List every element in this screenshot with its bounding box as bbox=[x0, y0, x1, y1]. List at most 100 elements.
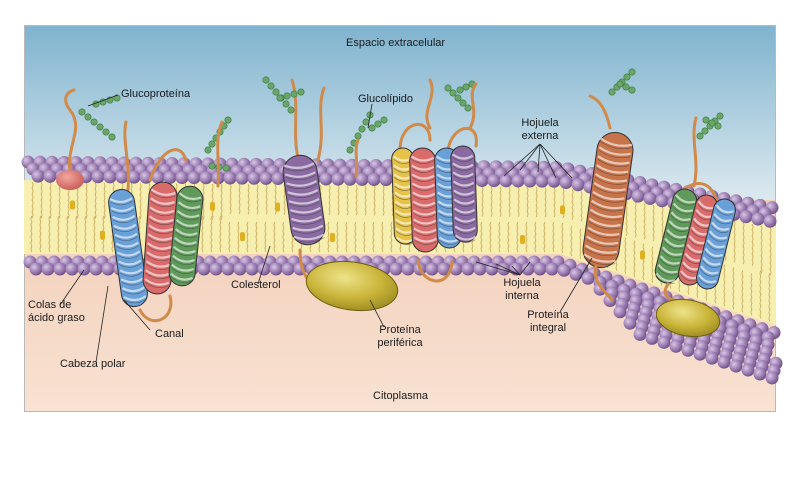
helix-coil bbox=[150, 197, 175, 205]
fatty-acid-tail bbox=[228, 221, 231, 253]
helix-coil bbox=[711, 221, 730, 231]
helix-coil-shade bbox=[144, 281, 169, 288]
sugar-bead bbox=[608, 88, 616, 96]
fatty-acid-tail bbox=[93, 215, 96, 253]
helix-coil-shade bbox=[150, 200, 175, 208]
leader-polar-head bbox=[95, 285, 109, 363]
polar-head bbox=[343, 172, 357, 186]
helix-coil bbox=[452, 171, 474, 178]
helix-coil bbox=[111, 214, 136, 221]
fatty-acid-tail bbox=[201, 215, 204, 253]
sugar-bead bbox=[102, 128, 110, 136]
polar-head bbox=[53, 262, 67, 276]
cholesterol bbox=[210, 201, 215, 211]
helix-coil-shade bbox=[583, 256, 616, 265]
fatty-acid-tail bbox=[750, 273, 753, 316]
helix-coil-shade bbox=[413, 231, 437, 236]
polar-heads bbox=[21, 155, 783, 385]
sugar-bead bbox=[346, 146, 354, 154]
fatty-acid-tail bbox=[103, 182, 106, 220]
fatty-acid-tail bbox=[345, 221, 348, 253]
protein-stem-right bbox=[316, 86, 326, 162]
label-polar-head: Cabeza polar bbox=[60, 358, 126, 370]
helix-coil bbox=[149, 206, 175, 214]
helix-coil-shade bbox=[116, 245, 139, 250]
sugar-bead bbox=[616, 80, 624, 88]
polar-head bbox=[269, 262, 283, 276]
sugar-bead bbox=[96, 123, 104, 131]
helix-coil bbox=[452, 180, 475, 187]
helix-coil bbox=[412, 209, 436, 216]
bundle-helix-red bbox=[409, 147, 439, 253]
polar-head bbox=[669, 339, 683, 353]
helix-coil bbox=[413, 218, 437, 225]
bundle-sugars bbox=[444, 80, 476, 112]
helix-coil-shade bbox=[414, 240, 437, 245]
helix-coil-shade bbox=[172, 258, 195, 266]
fatty-acid-tail bbox=[633, 240, 636, 277]
right-sugars bbox=[696, 112, 724, 140]
helix-coil bbox=[413, 236, 437, 243]
helix-coil-shade bbox=[453, 175, 474, 180]
label-glycoprotein: Glucoproteína bbox=[121, 88, 191, 100]
helix-coil-shade bbox=[715, 207, 733, 216]
polar-head bbox=[209, 262, 223, 276]
helix-coil-shade bbox=[148, 227, 173, 235]
fatty-acid-tail bbox=[733, 220, 736, 263]
polar-head bbox=[245, 262, 259, 276]
sugar-bead bbox=[380, 116, 388, 124]
fatty-acid-tail bbox=[517, 186, 520, 218]
polar-head bbox=[657, 335, 671, 349]
helix-coil-shade bbox=[584, 247, 617, 257]
helix-coil bbox=[454, 234, 477, 241]
bundle-helix-purple bbox=[450, 145, 478, 243]
helix-coil bbox=[670, 211, 691, 221]
helix-coil bbox=[291, 215, 323, 223]
sugar-bead bbox=[622, 83, 630, 91]
helix-coil-shade bbox=[117, 254, 141, 259]
polar-head bbox=[151, 170, 165, 184]
helix-coil-shade bbox=[171, 267, 194, 274]
fatty-acid-tail bbox=[489, 221, 492, 253]
helix-coil bbox=[115, 241, 139, 248]
fatty-acid-tail bbox=[642, 243, 645, 280]
channel-helix-blue bbox=[108, 188, 148, 308]
polar-head bbox=[259, 171, 273, 185]
helix-coil bbox=[171, 263, 195, 272]
helix-coil-shade bbox=[413, 213, 436, 218]
helix-coil bbox=[451, 153, 474, 160]
helix-coil bbox=[702, 256, 721, 266]
helix-coil bbox=[293, 233, 325, 241]
sugar-bead bbox=[267, 82, 275, 90]
integral-stem bbox=[588, 94, 612, 130]
helix-coil bbox=[706, 239, 726, 249]
helix-coil bbox=[587, 226, 620, 237]
label-fatty-acid-tails: Colas de ácido graso bbox=[28, 299, 85, 325]
polar-head bbox=[355, 172, 369, 186]
polar-head bbox=[197, 262, 211, 276]
polar-head bbox=[751, 212, 765, 226]
fatty-acid-tail bbox=[759, 270, 762, 319]
helix-coil bbox=[413, 227, 437, 234]
fatty-acid-tail bbox=[525, 221, 528, 253]
fatty-acid-tail bbox=[337, 184, 340, 216]
helix-coil bbox=[668, 220, 689, 230]
right-stem bbox=[692, 116, 698, 188]
helix-coil-shade bbox=[706, 242, 725, 251]
polar-head bbox=[65, 262, 79, 276]
helix-coil bbox=[145, 269, 170, 277]
helix-coil bbox=[589, 208, 623, 219]
leader-outer-leaflet-3 bbox=[539, 143, 557, 179]
helix-coil bbox=[177, 201, 201, 210]
helix-coil-shade bbox=[713, 216, 731, 225]
helix-coil-shade bbox=[412, 195, 436, 200]
sugar-bead bbox=[628, 68, 636, 76]
helix-coil bbox=[591, 199, 624, 210]
polar-head bbox=[523, 174, 537, 188]
label-cholesterol: Colesterol bbox=[231, 279, 281, 291]
helix-coil-shade bbox=[173, 249, 196, 257]
helix-coil bbox=[704, 247, 723, 257]
polar-head bbox=[645, 331, 659, 345]
helix-coil bbox=[454, 216, 476, 223]
